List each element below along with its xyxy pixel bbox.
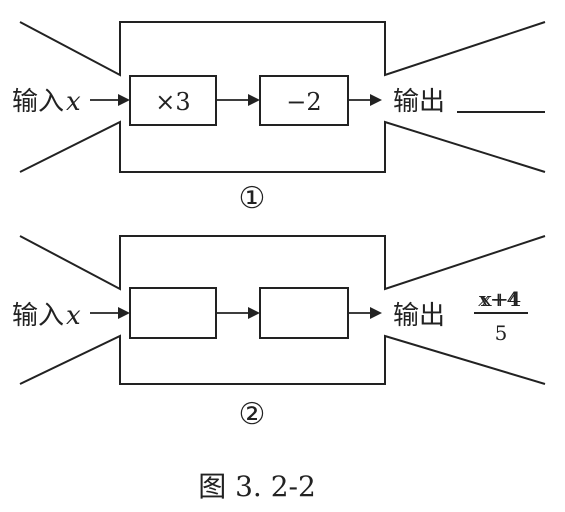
operation-1b-label: −2 bbox=[286, 88, 321, 116]
operation-box-2b bbox=[259, 287, 349, 339]
diagram-1: 输入 x ×3 −2 输出 ① bbox=[12, 21, 546, 216]
arrow-mid-1-head bbox=[248, 94, 260, 106]
fraction-numerator-var: x bbox=[478, 287, 489, 311]
arrow-in-2-head bbox=[118, 307, 130, 319]
fraction-denominator: 5 bbox=[495, 321, 508, 345]
diagram-2: 输入 x 输出 x +4 x+4 5 ② bbox=[12, 235, 546, 432]
arrow-mid-2-head bbox=[248, 307, 260, 319]
arrow-in-1-head bbox=[118, 94, 130, 106]
arrow-out-2-head bbox=[370, 307, 382, 319]
figure-caption: 图 3. 2-2 bbox=[198, 470, 316, 503]
input-var-2: x bbox=[66, 301, 81, 331]
operation-1a-label: ×3 bbox=[155, 88, 190, 116]
fraction-numerator-rest: +4 bbox=[490, 287, 519, 311]
machine-outline-1-bottom bbox=[19, 120, 546, 173]
diagram-1-caption: ① bbox=[239, 181, 266, 216]
input-label-2: 输入 bbox=[12, 301, 64, 331]
output-label-1: 输出 bbox=[393, 87, 445, 117]
machine-outline-2-bottom bbox=[19, 334, 546, 385]
diagram-2-caption: ② bbox=[239, 397, 266, 432]
output-label-2: 输出 bbox=[393, 301, 445, 331]
input-var-1: x bbox=[66, 87, 81, 117]
fraction-numerator: x+4 bbox=[481, 287, 522, 311]
input-label-1: 输入 bbox=[12, 87, 64, 117]
operation-box-2a bbox=[129, 287, 217, 339]
output-fraction-2: x +4 x+4 5 bbox=[474, 287, 528, 345]
machine-outline-2 bbox=[19, 235, 546, 291]
arrow-out-1-head bbox=[370, 94, 382, 106]
machine-outline-1 bbox=[19, 21, 546, 77]
